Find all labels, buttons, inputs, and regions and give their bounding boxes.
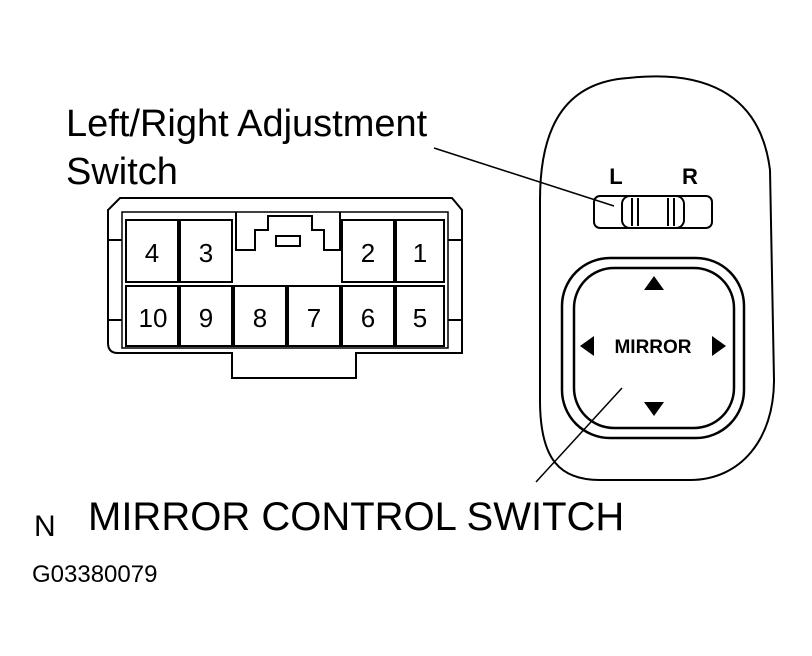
adjustment-leader-line: [433, 147, 615, 207]
pin-label: 10: [139, 303, 168, 333]
arrow-left-icon: [580, 336, 594, 356]
lr-toggle-track: [593, 195, 713, 229]
pin-label: 3: [199, 238, 213, 268]
figure-id: G03380079: [32, 561, 158, 588]
left-label: L: [609, 164, 622, 189]
connector-inner-frame: [121, 211, 449, 349]
connector-housing: [107, 197, 463, 379]
pin-cell-9: [179, 285, 233, 347]
caption-prefix: N: [34, 510, 56, 543]
pin-cell-6: [341, 285, 395, 347]
lr-toggle-knob: [621, 195, 685, 229]
pin-cell-3: [179, 219, 233, 283]
adjustment-switch-label: Left/Right Adjustment: [66, 103, 428, 145]
pin-label: 8: [253, 303, 267, 333]
pin-cell-4: [125, 219, 179, 283]
arrow-down-icon: [644, 402, 664, 416]
right-label: R: [682, 164, 698, 189]
pin-cell-1: [395, 219, 445, 283]
connector-latch: [235, 212, 341, 251]
pin-cell-2: [341, 219, 395, 283]
pin-cell-8: [233, 285, 287, 347]
mirror-pad-outer: [560, 256, 746, 440]
arrow-up-icon: [644, 276, 664, 290]
mirror-pad-label: MIRROR: [614, 337, 691, 358]
mirror-pad-inner: [572, 266, 736, 430]
pin-cell-7: [287, 285, 341, 347]
pin-label: 1: [413, 238, 427, 268]
pin-label: 2: [361, 238, 375, 268]
connector-latch-tab: [275, 235, 301, 247]
pin-cell-5: [395, 285, 445, 347]
pin-label: 4: [145, 238, 159, 268]
arrow-right-icon: [712, 336, 726, 356]
diagram-caption: MIRROR CONTROL SWITCH: [88, 495, 625, 539]
adjustment-switch-label-line2: Switch: [66, 151, 178, 193]
pin-cell-10: [125, 285, 179, 347]
pin-label: 9: [199, 303, 213, 333]
pin-label: 6: [361, 303, 375, 333]
switch-body: [539, 75, 776, 481]
caption-leader-line: [535, 387, 623, 483]
pin-label: 5: [413, 303, 427, 333]
pin-label: 7: [307, 303, 321, 333]
